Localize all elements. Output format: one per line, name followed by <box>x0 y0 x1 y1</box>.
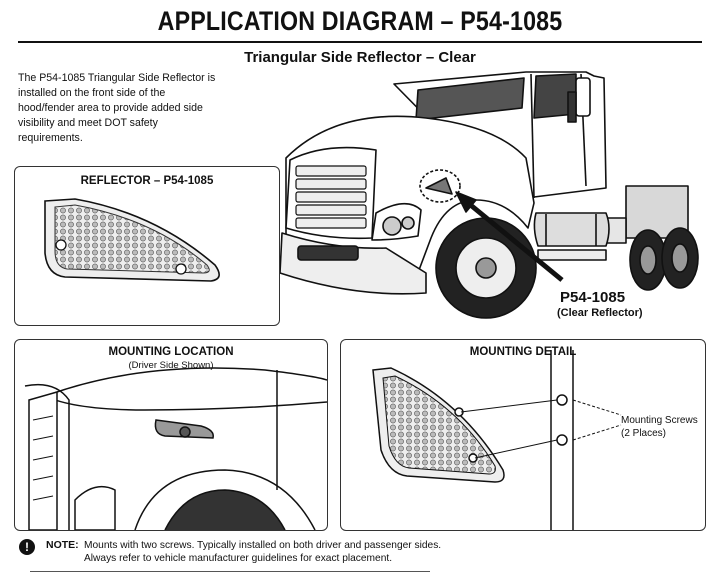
page-subtitle: Triangular Side Reflector – Clear <box>244 49 476 66</box>
callout-description: (Clear Reflector) <box>557 307 643 319</box>
note-line-1: Mounts with two screws. Typically instal… <box>84 540 442 551</box>
reflector-illustration <box>44 198 220 282</box>
bottom-divider <box>30 571 430 573</box>
mounting-detail-label: MOUNTING DETAIL <box>469 346 577 358</box>
reflector-panel: REFLECTOR – P54-1085 <box>14 166 280 326</box>
mounting-screws-line2: (2 Places) <box>621 428 667 439</box>
callout-part-number: P54-1085 <box>560 289 626 306</box>
exclamation-icon: ! <box>19 539 35 555</box>
title-divider <box>18 41 702 43</box>
intro-paragraph: The P54-1085 Triangular Side Reflector i… <box>18 72 216 144</box>
mounting-location-panel: MOUNTING LOCATION (Driver Side Shown) <box>14 339 328 531</box>
reflector-panel-label: REFLECTOR – P54-1085 <box>80 175 214 187</box>
mounting-location-illustration <box>24 367 327 530</box>
truck-illustration <box>279 71 699 319</box>
note-text: Mounts with two screws. Typically instal… <box>84 539 704 565</box>
mounting-detail-panel: MOUNTING DETAIL <box>340 339 706 531</box>
note-label: NOTE: <box>46 539 79 551</box>
note-line-2: Always refer to vehicle manufacturer gui… <box>84 553 393 564</box>
page-title: APPLICATION DIAGRAM – P54-1085 <box>157 6 563 36</box>
mounting-screws-line1: Mounting Screws <box>621 415 698 426</box>
mounting-detail-illustration <box>372 350 622 530</box>
mounting-location-sublabel: (Driver Side Shown) <box>128 360 214 371</box>
mounting-screws-label: Mounting Screws (2 Places) <box>621 414 698 440</box>
mounting-location-label: MOUNTING LOCATION <box>108 346 234 358</box>
